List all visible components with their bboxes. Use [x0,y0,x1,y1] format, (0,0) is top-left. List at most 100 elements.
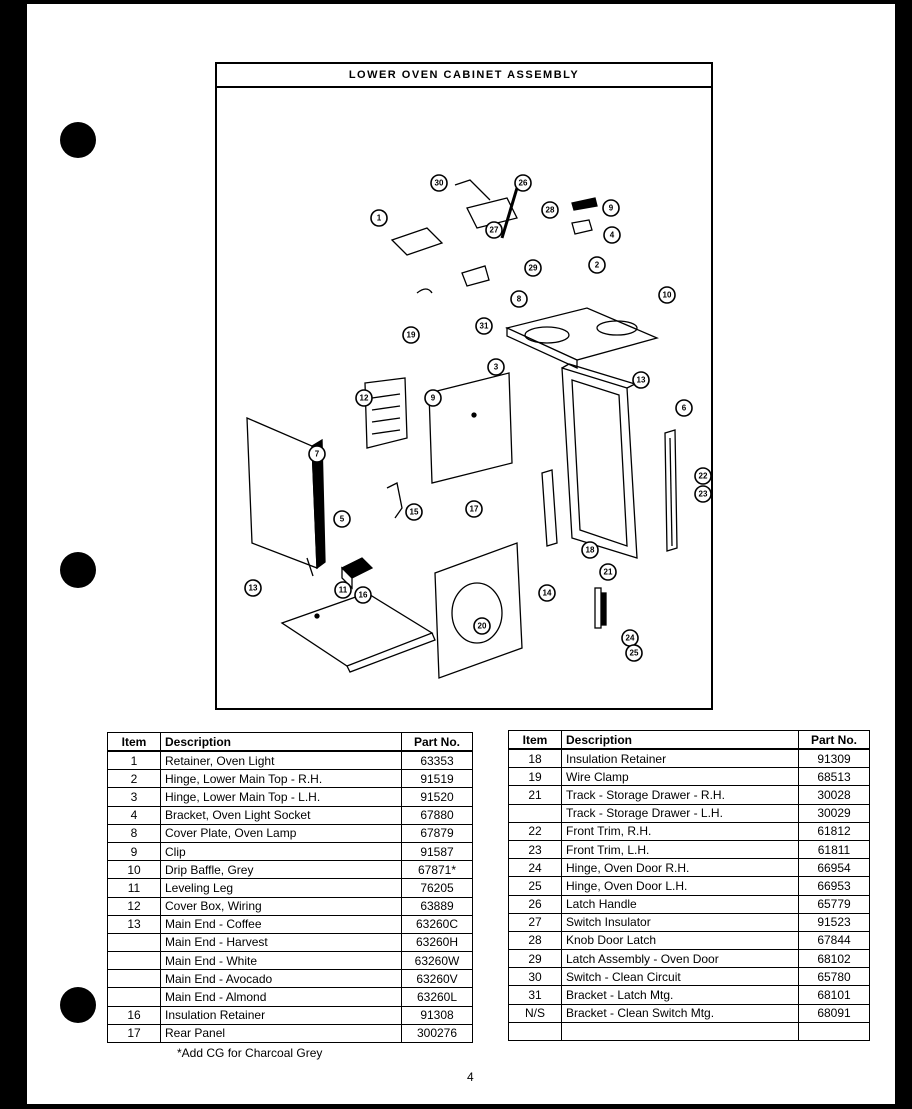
callout-number: 19 [402,326,420,344]
description-cell: Cover Box, Wiring [160,896,402,916]
svg-text:5: 5 [340,515,345,524]
wire-clamp-part [416,288,433,294]
lamp-cover-part [340,557,374,590]
item-cell [107,951,161,971]
item-cell [107,932,161,953]
part-no-cell: 63353 [401,750,473,771]
exploded-diagram-frame: LOWER OVEN CABINET ASSEMBLY [215,62,713,710]
description-cell: Hinge, Oven Door R.H. [561,858,799,878]
description-cell: Bracket - Clean Switch Mtg. [561,1003,799,1023]
part-no-cell: 67880 [401,805,473,825]
callout-number: 12 [355,389,373,407]
description-cell: Wire Clamp [561,767,799,787]
item-cell: 12 [107,896,161,916]
callout-number: 13 [244,579,262,597]
description-cell: Bracket, Oven Light Socket [160,805,402,825]
column-header-part-no: Part No. [798,730,870,750]
svg-text:23: 23 [699,490,708,499]
description-cell: Track - Storage Drawer - L.H. [561,803,799,823]
svg-text:11: 11 [339,586,348,595]
part-no-cell: 68513 [798,767,870,787]
svg-text:25: 25 [630,649,639,658]
part-no-cell: 65780 [798,967,870,987]
binder-hole [60,122,96,158]
item-cell: 10 [107,860,161,880]
item-cell: 28 [508,930,562,951]
part-no-cell: 66953 [798,876,870,896]
item-cell [508,803,562,823]
item-cell: 18 [508,748,562,769]
floor-panel-part [280,592,436,673]
callout-number: 7 [308,445,326,463]
callout-number: 17 [465,500,483,518]
description-cell: Bracket - Latch Mtg. [561,985,799,1005]
item-cell: 22 [508,821,562,841]
part-no-cell: 66954 [798,858,870,878]
item-cell: 8 [107,823,161,843]
part-no-cell: 68101 [798,985,870,1005]
item-cell: 2 [107,769,161,789]
part-no-cell: 91587 [401,841,473,862]
callout-number: 8 [510,290,528,308]
callout-number: 5 [333,510,351,528]
svg-text:9: 9 [431,394,436,403]
item-cell: 17 [107,1023,161,1044]
column-header-description: Description [561,730,799,750]
cover-plate-part [571,197,598,211]
description-cell: Main End - Harvest [160,932,402,953]
column-header-item: Item [508,730,562,750]
svg-text:31: 31 [480,322,489,331]
svg-text:4: 4 [610,231,615,240]
oven-light-retainer-part [390,227,444,256]
side-panel-part [246,416,326,577]
part-no-cell: 91523 [798,912,870,932]
svg-text:24: 24 [626,634,635,643]
rear-panel-part [428,372,513,484]
callout-number: 24 [621,629,639,647]
svg-text:15: 15 [410,508,419,517]
callout-number: 2 [588,256,606,274]
description-cell: Hinge, Oven Door L.H. [561,876,799,896]
svg-text:13: 13 [637,376,646,385]
description-cell: Main End - Almond [160,987,402,1007]
part-no-cell: 67871* [401,860,473,880]
description-cell: Switch - Clean Circuit [561,967,799,987]
description-cell: Hinge, Lower Main Top - R.H. [160,769,402,789]
svg-text:12: 12 [360,394,369,403]
main-top-part [505,307,659,370]
description-cell: Main End - Coffee [160,914,402,934]
part-no-cell: 63260L [401,987,473,1007]
item-cell: 16 [107,1005,161,1025]
svg-text:6: 6 [682,404,687,413]
item-cell: 11 [107,878,161,898]
svg-text:21: 21 [604,568,613,577]
insulation-retainer-part [541,469,558,547]
description-cell: Switch Insulator [561,912,799,932]
part-no-cell: 30029 [798,803,870,823]
callout-number: 21 [599,563,617,581]
callout-number: 29 [524,259,542,277]
part-no-cell: 61811 [798,839,870,860]
callout-number: 30 [430,174,448,192]
description-cell: Drip Baffle, Grey [160,860,402,880]
latch-bracket-part [461,265,490,287]
svg-text:20: 20 [478,622,487,631]
description-cell: Rear Panel [160,1023,402,1044]
part-no-cell: 76205 [401,878,473,898]
callout-number: 11 [334,581,352,599]
description-cell: Cover Plate, Oven Lamp [160,823,402,843]
description-cell: Main End - Avocado [160,969,402,989]
callout-number: 16 [354,586,372,604]
table-row [508,1021,870,1042]
